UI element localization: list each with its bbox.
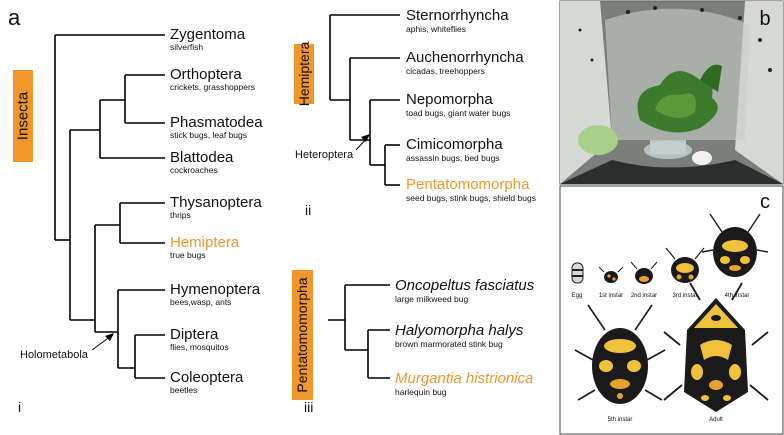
stage-4th-label: 4th instar <box>725 293 750 299</box>
taxon-hymenoptera: Hymenoptera <box>170 281 261 298</box>
common-hemiptera: true bugs <box>170 250 205 260</box>
common-zygentoma: silverfish <box>170 42 203 52</box>
holometabola-arrow <box>91 333 114 351</box>
stage-5th-label: 5th instar <box>608 417 633 423</box>
insecta-label: Insecta <box>15 91 32 140</box>
taxon-hemiptera: Hemiptera <box>170 234 240 251</box>
taxon-sternorrhyncha: Sternorrhyncha <box>406 7 509 24</box>
stage-1st-label: 1st instar <box>599 293 623 299</box>
common-orthoptera: crickets, grasshoppers <box>170 82 255 92</box>
photo-rearing-cage <box>559 0 784 185</box>
common-pentatomomorpha: seed bugs, stink bugs, shield bugs <box>406 193 536 203</box>
species-oncopeltus: Oncopeltus fasciatus <box>395 277 535 294</box>
stage-egg-label: Egg <box>572 293 583 299</box>
hemiptera-label: Hemiptera <box>296 42 312 107</box>
taxon-orthoptera: Orthoptera <box>170 66 242 83</box>
common-oncopeltus: large milkweed bug <box>395 294 469 304</box>
instar4-image <box>701 213 769 277</box>
heteroptera-arrow <box>355 134 370 151</box>
taxon-pentatomomorpha: Pentatomomorpha <box>406 176 530 193</box>
instar1-image <box>598 266 624 283</box>
taxon-diptera: Diptera <box>170 326 219 343</box>
common-nepomorpha: toad bugs, giant water bugs <box>406 108 510 118</box>
stage-adult-label: Adult <box>709 417 723 423</box>
taxon-nepomorpha: Nepomorpha <box>406 91 493 108</box>
taxon-thysanoptera: Thysanoptera <box>170 194 262 211</box>
taxon-phasmatodea: Phasmatodea <box>170 114 263 131</box>
panel-label-a: a <box>8 5 21 30</box>
common-phasmatodea: stick bugs, leaf bugs <box>170 130 247 140</box>
panel-label-c: c <box>760 191 770 213</box>
common-thysanoptera: thrips <box>170 210 191 220</box>
pentatomomorpha-label-bg <box>292 270 313 400</box>
taxon-zygentoma: Zygentoma <box>170 26 246 43</box>
stage-2nd-label: 2nd instar <box>631 293 657 299</box>
taxon-auchenorrhyncha: Auchenorrhyncha <box>406 49 524 66</box>
pentatomomorpha-label: Pentatomomorpha <box>294 277 310 392</box>
panel-c-frame <box>559 185 784 435</box>
species-murgantia: Murgantia histrionica <box>395 370 533 387</box>
sublabel-ii: ii <box>305 202 311 218</box>
insecta-label-bg <box>13 70 33 162</box>
panel-label-b: b <box>759 8 770 30</box>
instar2-image <box>630 261 658 284</box>
taxon-cimicomorpha: Cimicomorpha <box>406 136 503 153</box>
common-murgantia: harlequin bug <box>395 387 447 397</box>
common-sternorrhyncha: aphis, whiteflies <box>406 24 466 34</box>
sublabel-i: i <box>18 399 21 415</box>
common-diptera: flies, mosquitos <box>170 342 229 352</box>
tree-pentatomomorpha <box>328 284 390 379</box>
instar3-image <box>665 247 705 283</box>
instar5-image <box>574 304 666 404</box>
common-hymenoptera: bees,wasp, ants <box>170 297 231 307</box>
taxon-coleoptera: Coleoptera <box>170 369 244 386</box>
species-halyomorpha: Halyomorpha halys <box>395 322 524 339</box>
common-coleoptera: beetles <box>170 385 197 395</box>
hemiptera-label-bg <box>294 44 314 104</box>
egg-image <box>571 262 584 284</box>
tree-hemiptera <box>329 14 400 186</box>
common-auchenorrhyncha: cicadas, treehoppers <box>406 66 485 76</box>
common-cimicomorpha: assassin bugs, bed bugs <box>406 153 500 163</box>
holometabola-label: Holometabola <box>20 349 89 361</box>
sublabel-iii: iii <box>304 399 313 415</box>
common-blattodea: cockroaches <box>170 165 218 175</box>
heteroptera-label: Heteroptera <box>295 149 354 161</box>
stage-3rd-label: 3rd instar <box>672 293 697 299</box>
tree-insecta <box>54 34 165 379</box>
common-halyomorpha: brown marmorated stink bug <box>395 339 503 349</box>
adult-image <box>663 282 769 412</box>
taxon-blattodea: Blattodea <box>170 149 234 166</box>
